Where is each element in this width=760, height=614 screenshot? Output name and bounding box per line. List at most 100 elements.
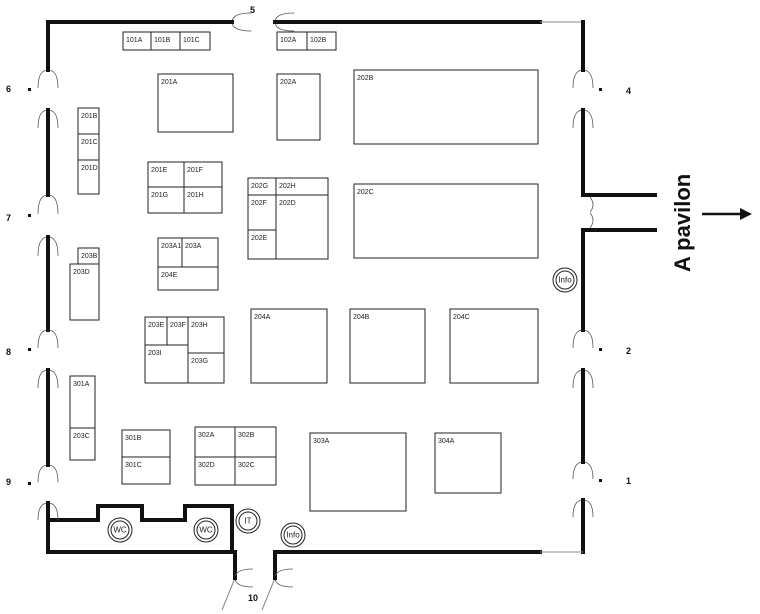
- booth-outline: [250, 308, 328, 384]
- it-marker[interactable]: IT: [235, 508, 261, 534]
- door-marker: [28, 482, 31, 485]
- booth-201d[interactable]: 201D: [77, 159, 100, 195]
- door-arc: [231, 12, 252, 23]
- booth-202a[interactable]: 202A: [276, 73, 321, 141]
- door-label-8: 8: [6, 347, 11, 357]
- booth-label: 202C: [357, 189, 374, 196]
- booth-outline: [179, 31, 211, 51]
- door-post: [273, 576, 277, 580]
- door-arc: [47, 464, 59, 483]
- pavilion-direction[interactable]: A pavilon: [670, 174, 752, 272]
- booth-102a[interactable]: 102A: [276, 31, 308, 51]
- booth-301a[interactable]: 301A: [69, 375, 96, 429]
- booth-201h[interactable]: 201H: [183, 186, 223, 214]
- booth-304a[interactable]: 304A: [434, 432, 502, 494]
- booth-outline: [353, 69, 539, 145]
- booth-203g[interactable]: 203G: [187, 352, 225, 384]
- door-8[interactable]: [28, 328, 59, 389]
- info-right-marker[interactable]: Info: [552, 267, 578, 293]
- booth-label: 201E: [151, 167, 168, 174]
- booth-203c[interactable]: 203C: [69, 427, 96, 461]
- booth-204e[interactable]: 204E: [157, 266, 219, 291]
- door-arc: [47, 329, 59, 349]
- booth-203e[interactable]: 203E: [144, 316, 168, 346]
- door-arc: [37, 69, 49, 89]
- booth-label: 301B: [125, 435, 142, 442]
- door-marker: [599, 88, 602, 91]
- booth-202e[interactable]: 202E: [247, 229, 277, 260]
- wc-left-label: WC: [113, 526, 127, 535]
- booth-201e[interactable]: 201E: [147, 161, 185, 188]
- booth-outline: [121, 429, 171, 458]
- booth-101b[interactable]: 101B: [150, 31, 181, 51]
- door-post: [581, 68, 585, 72]
- booth-203d[interactable]: 203D: [69, 263, 100, 321]
- booth-203a[interactable]: 203A: [181, 237, 219, 268]
- door-label-10: 10: [248, 593, 258, 603]
- wc-right-marker[interactable]: WC: [193, 517, 219, 543]
- booth-label: 201C: [81, 139, 98, 146]
- door-arc: [572, 69, 584, 89]
- booth-202d[interactable]: 202D: [275, 194, 329, 260]
- booth-101a[interactable]: 101A: [122, 31, 152, 51]
- booth-201b[interactable]: 201B: [77, 107, 100, 135]
- booth-302c[interactable]: 302C: [234, 456, 277, 486]
- booth-302a[interactable]: 302A: [194, 426, 236, 458]
- booth-203i[interactable]: 203I: [144, 344, 189, 384]
- door-post: [46, 108, 50, 112]
- door-1[interactable]: [572, 460, 602, 518]
- booth-302b[interactable]: 302B: [234, 426, 277, 458]
- door-5[interactable]: [230, 12, 295, 32]
- booth-202g[interactable]: 202G: [247, 177, 277, 196]
- booth-label: 101B: [154, 37, 171, 44]
- booth-203b[interactable]: 203B: [77, 247, 100, 265]
- door-post: [581, 460, 585, 464]
- door-arc: [47, 69, 59, 89]
- booth-302d[interactable]: 302D: [194, 456, 236, 486]
- door-label-7: 7: [6, 213, 11, 223]
- booth-202h[interactable]: 202H: [275, 177, 329, 196]
- booth-204a[interactable]: 204A: [250, 308, 328, 384]
- booth-203h[interactable]: 203H: [187, 316, 225, 354]
- booth-label: 102A: [280, 37, 297, 44]
- door-2[interactable]: [572, 328, 602, 389]
- booth-outline: [157, 266, 219, 291]
- booth-203f[interactable]: 203F: [166, 316, 189, 346]
- door-10[interactable]: [233, 568, 294, 588]
- door-label-4: 4: [626, 86, 631, 96]
- door-9[interactable]: [28, 463, 59, 521]
- door-post: [581, 108, 585, 112]
- door-6[interactable]: [28, 68, 59, 129]
- info-bottom-marker[interactable]: Info: [280, 522, 306, 548]
- booth-301b[interactable]: 301B: [121, 429, 171, 458]
- door-marker: [599, 479, 602, 482]
- booth-202b[interactable]: 202B: [353, 69, 539, 145]
- booth-label: 203D: [73, 269, 90, 276]
- booth-outline: [77, 107, 100, 135]
- wc-left-marker[interactable]: WC: [107, 517, 133, 543]
- booth-301c[interactable]: 301C: [121, 456, 171, 485]
- booth-202c[interactable]: 202C: [353, 183, 539, 259]
- door-pavilion-corridor[interactable]: [589, 196, 594, 229]
- booth-outline: [309, 432, 407, 512]
- booth-201a[interactable]: 201A: [157, 73, 234, 133]
- booth-label: 203B: [81, 253, 98, 260]
- booth-203a1[interactable]: 203A1: [157, 237, 183, 268]
- door-4[interactable]: [572, 68, 602, 129]
- booth-202f[interactable]: 202F: [247, 194, 277, 231]
- booth-101c[interactable]: 101C: [179, 31, 211, 51]
- booth-102b[interactable]: 102B: [306, 31, 337, 51]
- booth-204b[interactable]: 204B: [349, 308, 426, 384]
- booth-201f[interactable]: 201F: [183, 161, 223, 188]
- booth-label: 202B: [357, 75, 374, 82]
- booth-201c[interactable]: 201C: [77, 133, 100, 161]
- booth-label: 203G: [191, 358, 208, 365]
- booth-204c[interactable]: 204C: [449, 308, 539, 384]
- booth-label: 102B: [310, 37, 327, 44]
- door-post: [581, 368, 585, 372]
- booth-label: 301A: [73, 381, 90, 388]
- booth-201g[interactable]: 201G: [147, 186, 185, 214]
- booth-303a[interactable]: 303A: [309, 432, 407, 512]
- door-7[interactable]: [28, 193, 59, 256]
